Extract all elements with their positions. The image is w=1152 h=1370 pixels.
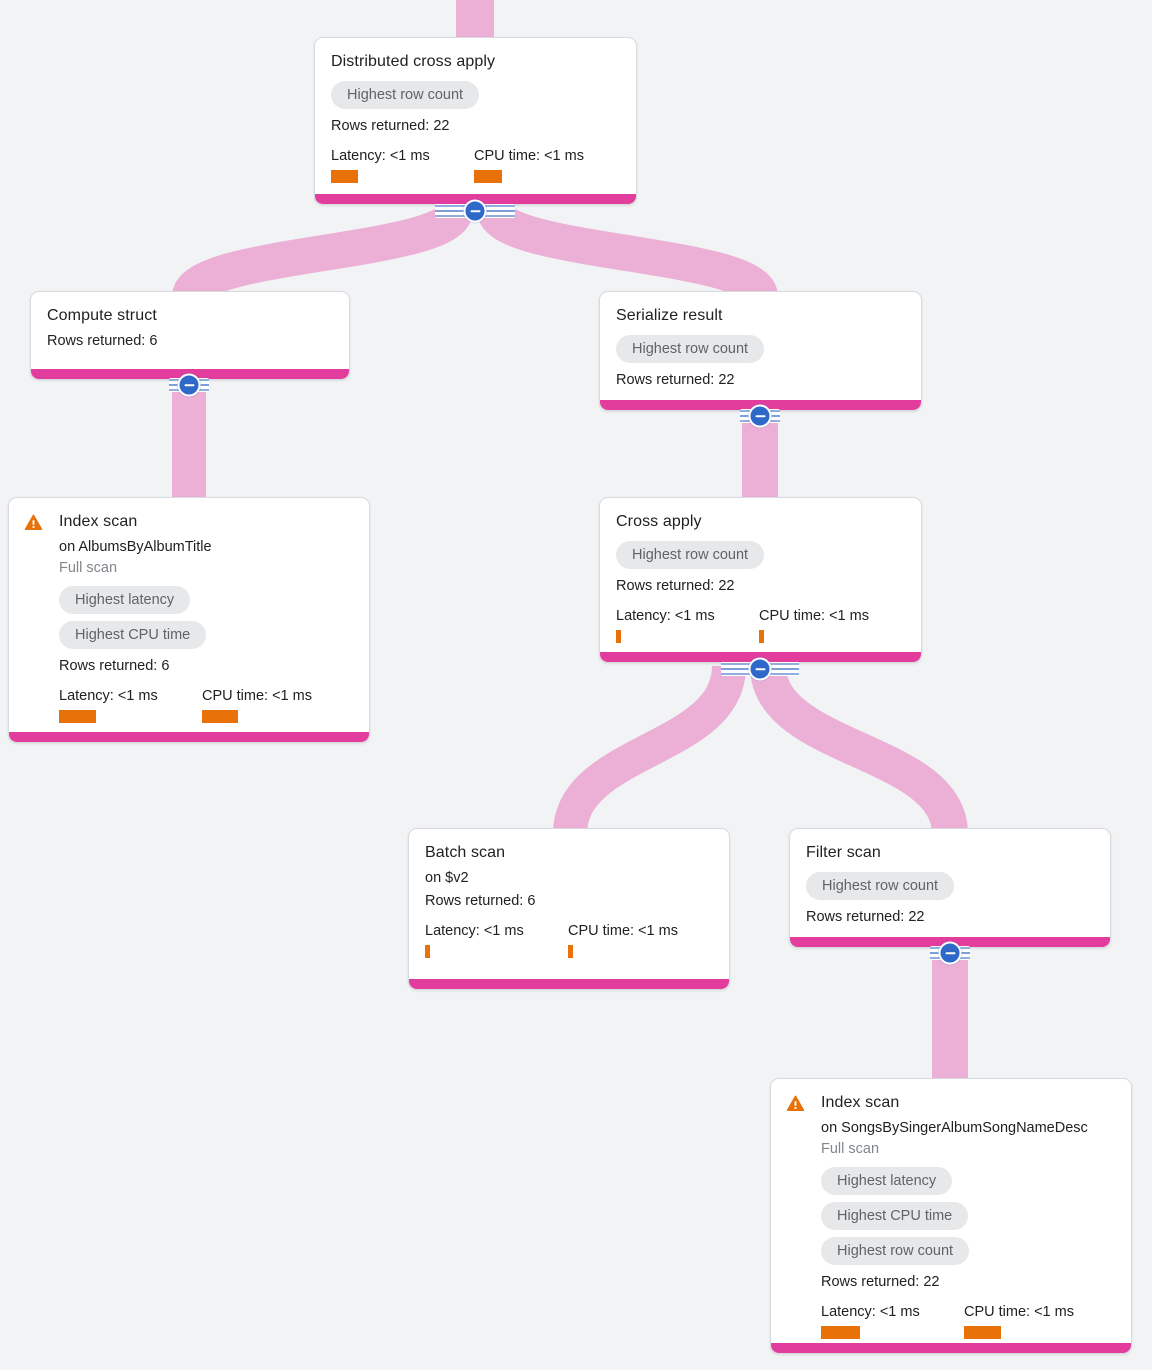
collapse-button-cross-apply[interactable] xyxy=(721,657,799,681)
rows-returned: Rows returned: 22 xyxy=(331,118,450,134)
metrics: Latency: <1 ms CPU time: <1 ms xyxy=(425,921,713,958)
cpu-label: CPU time: <1 ms xyxy=(474,148,584,164)
plan-node-filter-scan[interactable]: Filter scan Highest row count Rows retur… xyxy=(789,828,1111,948)
latency-label: Latency: <1 ms xyxy=(59,688,158,704)
cpu-metric: CPU time: <1 ms xyxy=(759,606,869,643)
collapse-minus-icon xyxy=(177,373,201,397)
warning-icon xyxy=(24,514,43,531)
plan-node-index-scan-albums[interactable]: Index scan on AlbumsByAlbumTitle Full sc… xyxy=(8,497,370,743)
latency-label: Latency: <1 ms xyxy=(331,148,430,164)
plan-node-distributed-cross-apply[interactable]: Distributed cross apply Highest row coun… xyxy=(314,37,637,205)
cpu-label: CPU time: <1 ms xyxy=(202,688,312,704)
metrics: Latency: <1 ms CPU time: <1 ms xyxy=(821,1302,1115,1339)
rows-returned: Rows returned: 6 xyxy=(59,658,170,674)
node-content: Serialize result Highest row count Rows … xyxy=(600,292,921,390)
edge-cross-apply-to-filter-scan xyxy=(750,664,968,836)
badge-highest-latency: Highest latency xyxy=(59,586,191,614)
node-title: Compute struct xyxy=(47,307,157,324)
node-content: Cross apply Highest row count Rows retur… xyxy=(600,498,921,643)
metrics: Latency: <1 ms CPU time: <1 ms xyxy=(331,146,620,183)
node-content: Compute struct Rows returned: 6 xyxy=(31,292,349,351)
cpu-metric: CPU time: <1 ms xyxy=(474,146,584,183)
badge-highest-cpu-time: Highest CPU time xyxy=(59,621,207,649)
collapse-minus-icon xyxy=(938,941,962,965)
plan-node-batch-scan[interactable]: Batch scan on $v2 Rows returned: 6 Laten… xyxy=(408,828,730,990)
node-content: Index scan on SongsBySingerAlbumSongName… xyxy=(771,1079,1131,1339)
plan-node-compute-struct[interactable]: Compute struct Rows returned: 6 xyxy=(30,291,350,380)
cpu-bar xyxy=(964,1326,1001,1339)
edge-distributed-cross-apply-to-serialize-result xyxy=(477,203,778,304)
node-subtitle: on $v2 xyxy=(425,870,469,886)
cpu-label: CPU time: <1 ms xyxy=(964,1304,1074,1320)
latency-bar xyxy=(425,945,430,958)
badge-highest-row-count: Highest row count xyxy=(616,541,765,569)
node-title: Filter scan xyxy=(806,844,881,861)
badge-highest-row-count: Highest row count xyxy=(331,81,480,109)
latency-metric: Latency: <1 ms xyxy=(821,1302,964,1339)
cpu-bar xyxy=(759,630,764,643)
cpu-metric: CPU time: <1 ms xyxy=(964,1302,1074,1339)
collapse-minus-icon xyxy=(748,404,772,428)
node-content: Filter scan Highest row count Rows retur… xyxy=(790,829,1110,927)
collapse-button-filter-scan[interactable] xyxy=(930,941,970,965)
latency-metric: Latency: <1 ms xyxy=(331,146,474,183)
cpu-bar xyxy=(568,945,573,958)
rows-returned: Rows returned: 22 xyxy=(616,372,735,388)
rows-returned: Rows returned: 22 xyxy=(806,909,925,925)
metrics: Latency: <1 ms CPU time: <1 ms xyxy=(59,686,353,723)
cpu-label: CPU time: <1 ms xyxy=(568,923,678,939)
latency-label: Latency: <1 ms xyxy=(425,923,524,939)
rows-returned: Rows returned: 22 xyxy=(616,578,735,594)
node-title: Batch scan xyxy=(425,844,506,861)
collapse-minus-icon xyxy=(463,199,487,223)
latency-bar xyxy=(59,710,96,723)
node-title: Index scan xyxy=(821,1094,900,1111)
latency-label: Latency: <1 ms xyxy=(821,1304,920,1320)
latency-metric: Latency: <1 ms xyxy=(59,686,202,723)
collapse-button-serialize-result[interactable] xyxy=(740,404,780,428)
badge-highest-row-count: Highest row count xyxy=(821,1237,970,1265)
badge-highest-latency: Highest latency xyxy=(821,1167,953,1195)
cpu-label: CPU time: <1 ms xyxy=(759,608,869,624)
node-title: Serialize result xyxy=(616,307,723,324)
latency-label: Latency: <1 ms xyxy=(616,608,715,624)
node-content: Index scan on AlbumsByAlbumTitle Full sc… xyxy=(9,498,369,723)
latency-bar xyxy=(616,630,621,643)
badge-highest-cpu-time: Highest CPU time xyxy=(821,1202,969,1230)
warning-icon xyxy=(786,1095,805,1112)
badge-highest-row-count: Highest row count xyxy=(806,872,955,900)
rows-returned: Rows returned: 22 xyxy=(821,1274,940,1290)
node-content: Distributed cross apply Highest row coun… xyxy=(315,38,636,183)
scan-type: Full scan xyxy=(59,560,118,576)
metrics: Latency: <1 ms CPU time: <1 ms xyxy=(616,606,905,643)
rows-returned: Rows returned: 6 xyxy=(425,893,536,909)
node-title: Index scan xyxy=(59,513,138,530)
collapse-button-compute-struct[interactable] xyxy=(169,373,209,397)
node-content: Batch scan on $v2 Rows returned: 6 Laten… xyxy=(409,829,729,958)
cpu-metric: CPU time: <1 ms xyxy=(568,921,678,958)
plan-node-cross-apply[interactable]: Cross apply Highest row count Rows retur… xyxy=(599,497,922,663)
node-subtitle: on AlbumsByAlbumTitle xyxy=(59,539,212,555)
node-title: Distributed cross apply xyxy=(331,53,496,70)
latency-metric: Latency: <1 ms xyxy=(616,606,759,643)
latency-bar xyxy=(821,1326,860,1339)
latency-bar xyxy=(331,170,358,183)
cpu-metric: CPU time: <1 ms xyxy=(202,686,312,723)
badge-highest-row-count: Highest row count xyxy=(616,335,765,363)
latency-metric: Latency: <1 ms xyxy=(425,921,568,958)
plan-node-index-scan-songs[interactable]: Index scan on SongsBySingerAlbumSongName… xyxy=(770,1078,1132,1354)
plan-node-serialize-result[interactable]: Serialize result Highest row count Rows … xyxy=(599,291,922,411)
node-subtitle: on SongsBySingerAlbumSongNameDesc xyxy=(821,1120,1088,1136)
cpu-bar xyxy=(202,710,238,723)
scan-type: Full scan xyxy=(821,1141,880,1157)
collapse-minus-icon xyxy=(748,657,772,681)
edge-cross-apply-to-batch-scan xyxy=(553,664,746,836)
collapse-button-distributed-cross-apply[interactable] xyxy=(435,199,515,223)
node-title: Cross apply xyxy=(616,513,702,530)
rows-returned: Rows returned: 6 xyxy=(47,333,158,349)
cpu-bar xyxy=(474,170,502,183)
edge-distributed-cross-apply-to-compute-struct xyxy=(172,203,473,304)
